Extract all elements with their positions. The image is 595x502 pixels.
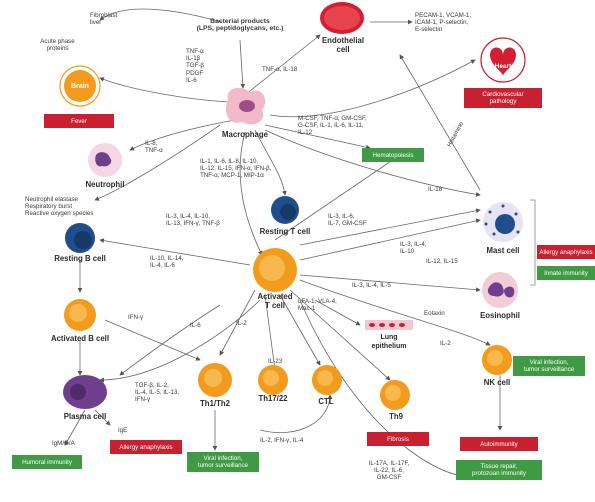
- endothelial-cell-icon: [320, 2, 364, 34]
- activated-t-cell-icon: [253, 248, 297, 292]
- hematopoiesis-text: Hematopoiesis: [372, 151, 414, 159]
- lung-epithelium-label: Lung epithelium: [371, 334, 407, 350]
- il1-list-label: IL-1, IL-6, IL-8, IL-10, IL-12, IL-15, I…: [200, 158, 272, 180]
- viral-th-box: Viral infection, tumor surveillance: [187, 452, 259, 472]
- il3-4-5-label: IL-3, IL-4, IL-5: [352, 282, 391, 289]
- cardiovascular-box: Cardiovascular pathology: [464, 88, 542, 108]
- tgfb-list-label: TGF-β, IL-2, IL-4, IL-5, IL-13, IFN-γ: [135, 382, 180, 404]
- ifng-label: IFN-γ: [128, 314, 144, 321]
- il8-tnf-label: IL-8, TNF-α: [145, 140, 163, 155]
- eotaxin-label: Eotaxin: [424, 310, 445, 317]
- il2-ifng-il4-label: IL-2, IFN-γ, IL-4: [260, 437, 304, 444]
- il18-label: IL-18: [428, 186, 443, 193]
- neutrophil-icon: [88, 143, 122, 177]
- activated-t-cell-label: Activated T cell: [257, 292, 293, 310]
- cardiovascular-text: Cardiovascular pathology: [482, 91, 524, 105]
- neutrophil-products-label: Neutrophil elastase Respiratory burst Re…: [25, 196, 94, 218]
- acute-phase-label: Acute phase proteins: [40, 38, 75, 53]
- nk-cell-label: NK cell: [483, 378, 511, 387]
- autoimmunity-box: Autoimmunity: [460, 437, 538, 451]
- fibrosis-text: Fibrosis: [387, 435, 409, 443]
- activated-b-cell-icon: [64, 299, 96, 331]
- brain-label: Brain: [71, 83, 89, 90]
- macrophage-icon: [225, 87, 266, 125]
- th1722-icon: [258, 365, 288, 395]
- heart-label: Heart: [494, 63, 512, 70]
- il2-top-label: IL-2: [236, 320, 247, 327]
- fibroblast-liver-label: Fibroblast liver: [90, 12, 118, 27]
- il6-label: IL-6: [190, 322, 201, 329]
- th1th2-label: Th1/Th2: [200, 399, 230, 408]
- eosinophil-label: Eosinophil: [480, 311, 520, 320]
- brain-icon: [59, 65, 101, 107]
- neutrophil-label: Neutrophil: [85, 180, 125, 189]
- resting-t-cell-label: Resting T cell: [259, 227, 311, 236]
- viral-nk-text: Viral infection, tumor surveillance: [523, 359, 575, 373]
- ctl-icon: [312, 365, 342, 395]
- endothelial-cell-label: Endothelial cell: [321, 36, 365, 54]
- mast-cell-label: Mast cell: [486, 246, 520, 255]
- innate-immunity-text: Innate immunity: [544, 269, 588, 277]
- brain-cytokines-label: TNF-α IL-1β TGF-β PDGF IL-6: [186, 48, 204, 84]
- tissue-repair-box: Tissue repair, protozoan immunity: [456, 460, 542, 480]
- allergy-right-box: Allergy anaphylaxis: [537, 245, 595, 259]
- macrophage-label: Macrophage: [222, 130, 268, 139]
- resting-b-cell-label: Resting B cell: [54, 254, 106, 263]
- humoral-immunity-box: Humoral immunity: [12, 455, 82, 469]
- igm-label: IgM/G/A: [52, 440, 75, 447]
- mast-cell-icon: [483, 202, 523, 242]
- nk-cell-icon: [482, 345, 512, 375]
- il3-il4-il10-label: IL-3, IL-4, IL-10: [400, 241, 427, 256]
- autoimmunity-text: Autoimmunity: [480, 440, 518, 448]
- tissue-repair-text: Tissue repair, protozoan immunity: [472, 463, 526, 477]
- il3-il6-label: IL-3, IL-6, IL-7, GM-CSF: [328, 213, 367, 228]
- lung-epithelium-icon: [365, 320, 413, 330]
- viral-nk-box: Viral infection, tumor surveillance: [513, 356, 585, 376]
- th1th2-icon: [198, 363, 232, 397]
- humoral-immunity-text: Humoral immunity: [22, 458, 72, 466]
- fever-box: Fever: [44, 114, 114, 128]
- lfa-label: LFA-1, VLA-4, Mac-1: [298, 298, 337, 313]
- plasma-cell-icon: [63, 375, 107, 409]
- bacterial-products-label: Bacterial products (LPS, peptidoglycans,…: [196, 18, 284, 33]
- mcsf-list-label: M-CSF, TNF-α, GM-CSF, G-CSF, IL-1, IL-6,…: [298, 115, 367, 137]
- heart-icon: [480, 37, 526, 83]
- ige-label: IgE: [118, 427, 128, 434]
- th9-label: Th9: [389, 412, 403, 421]
- allergy-left-text: Allergy anaphylaxis: [119, 443, 173, 451]
- plasma-cell-label: Plasma cell: [63, 412, 107, 421]
- il23-label: IL-23: [268, 358, 283, 365]
- eosinophil-icon: [482, 272, 518, 308]
- fibrosis-box: Fibrosis: [367, 432, 429, 446]
- il10-14-label: IL-10, IL-14, IL-4, IL-6: [150, 255, 184, 270]
- adhesion-molecules-label: PECAM-1, VCAM-1, ICAM-1, P-selectin, E-s…: [415, 12, 472, 34]
- th1722-label: Th17/22: [258, 394, 288, 403]
- resting-b-cell-icon: [65, 223, 95, 253]
- il3-list-label: IL-3, IL-4, IL-10, IL-13, IFN-γ, TNF-β: [166, 213, 220, 228]
- innate-immunity-box: Innate immunity: [537, 266, 595, 280]
- fever-text: Fever: [71, 117, 87, 125]
- tnf-il18-label: TNF-α, IL-18: [262, 66, 298, 73]
- il12-15-label: IL-12, IL-15: [426, 258, 458, 265]
- allergy-right-text: Allergy anaphylaxis: [539, 248, 593, 256]
- th9-icon: [380, 380, 410, 410]
- hematopoiesis-box: Hematopoiesis: [362, 148, 424, 162]
- il17-list-label: IL-17A, IL-17F, IL-22, IL-6, GM-CSF: [368, 460, 410, 482]
- viral-th-text: Viral infection, tumor surveillance: [197, 455, 249, 469]
- allergy-left-box: Allergy anaphylaxis: [110, 440, 182, 454]
- activated-b-cell-label: Activated B cell: [50, 334, 110, 343]
- il2-nk-label: IL-2: [440, 340, 451, 347]
- resting-t-cell-icon: [271, 196, 299, 224]
- ctl-label: CTL: [318, 397, 334, 406]
